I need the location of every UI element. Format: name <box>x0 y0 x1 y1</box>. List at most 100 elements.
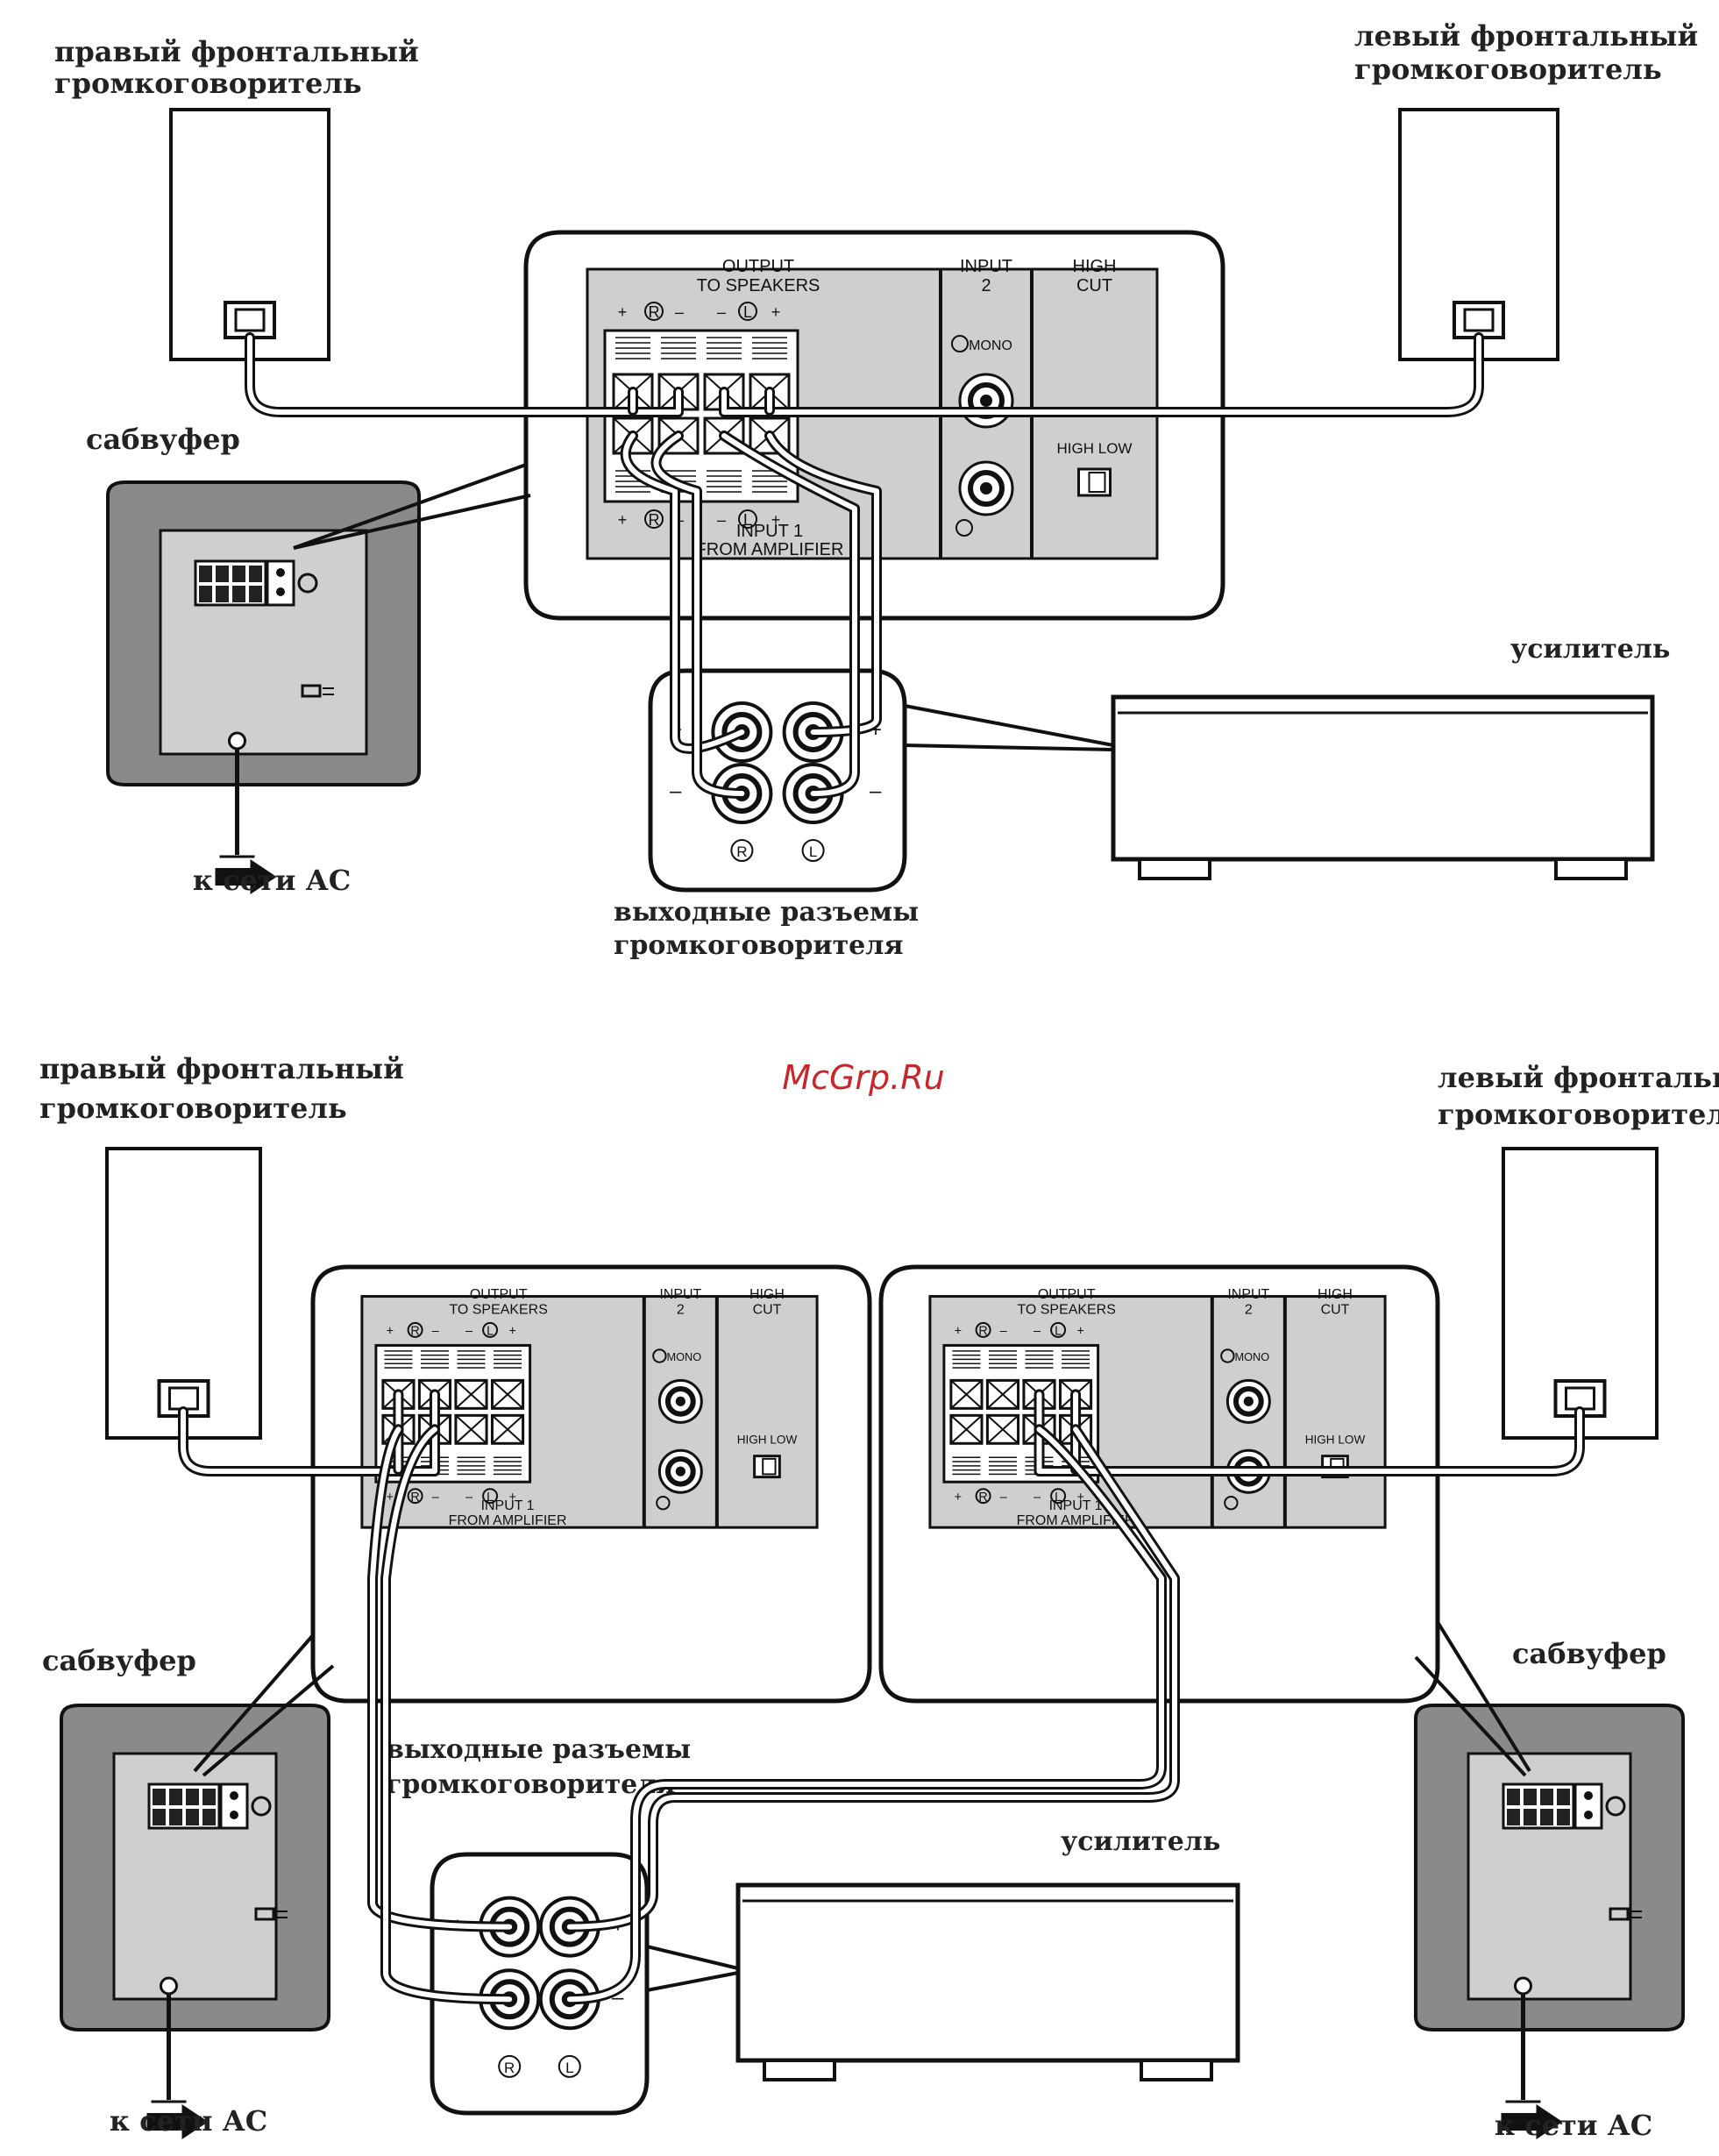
polarity-label: L <box>1055 1324 1062 1338</box>
input1-title: FROM AMPLIFIER <box>696 540 844 559</box>
channel-r-badge <box>730 839 754 862</box>
subwoofer-terminal-cell <box>199 586 212 602</box>
volume-knob-icon <box>251 1796 272 1817</box>
polarity-label: – <box>1000 1324 1007 1338</box>
high-low-label: HIGH LOW <box>737 1433 798 1446</box>
right-front-speaker-2 <box>105 1147 262 1440</box>
output-title: TO SPEAKERS <box>449 1303 547 1318</box>
left-front-speaker-label: громкоговоритель <box>1354 53 1662 86</box>
channel-badge <box>1220 1348 1235 1363</box>
speaker-terminal-inner <box>1463 308 1495 332</box>
wire-amp-r-plus-core <box>622 433 745 751</box>
amplifier-body <box>735 1882 1240 2063</box>
high-cut-switch-knob <box>762 1457 777 1476</box>
polarity-label: + <box>955 1324 962 1338</box>
subwoofer-terminal-cell <box>169 1809 182 1825</box>
subwoofer-terminal-cell <box>1507 1789 1520 1805</box>
speaker-terminal-inner <box>234 308 266 332</box>
channel-badge <box>975 1488 991 1505</box>
channel-badge <box>1050 1321 1067 1338</box>
power-switch-icon <box>1609 1907 1630 1921</box>
subwoofer-terminal-cell <box>1540 1789 1553 1805</box>
volume-knob-icon <box>297 573 318 594</box>
volume-knob-icon <box>1605 1796 1626 1817</box>
polarity-label: + <box>387 1324 394 1338</box>
polarity-label: + <box>771 303 781 321</box>
polarity-label: R <box>649 303 660 321</box>
amplifier-label-2: усилитель <box>1061 1826 1220 1857</box>
polarity-label: L <box>743 511 752 529</box>
polarity-label: – <box>1000 1491 1007 1505</box>
polarity-label: R <box>649 511 660 529</box>
amplifier-2 <box>735 1882 1240 2081</box>
callout-pointer <box>1436 1620 1531 1773</box>
amplifier-foot <box>763 2059 836 2081</box>
polarity-label: L <box>487 1491 494 1505</box>
channel-badge <box>644 302 664 321</box>
arrow-right-icon <box>215 859 277 894</box>
wire2-left-speaker-core <box>1036 1391 1582 1474</box>
spring-terminal-x <box>491 1379 524 1410</box>
channel-badge <box>407 1488 423 1505</box>
channel-badge <box>1050 1488 1067 1505</box>
channel-l-label: L <box>809 843 817 860</box>
amplifier-1 <box>1111 694 1655 880</box>
polarity-label: – <box>1034 1491 1041 1505</box>
left-front-speaker-label: левый фронтальный <box>1354 19 1698 53</box>
amplifier-body <box>1111 694 1655 862</box>
polarity-label: + <box>618 511 628 529</box>
subwoofer-terminal-cell <box>199 566 212 582</box>
to-ac-mains-label-right: к сети АС <box>1495 2109 1652 2142</box>
output-title: OUTPUT <box>470 1287 528 1302</box>
amplifier-foot <box>1554 857 1628 880</box>
subwoofer-terminal-cell <box>202 1809 216 1825</box>
wire-left-speaker-core <box>721 335 1481 415</box>
channel-badge <box>1224 1495 1239 1511</box>
polarity-label: R <box>978 1324 987 1338</box>
subwoofer-terminal-cell <box>249 566 262 582</box>
power-cord-socket <box>160 1976 178 1996</box>
polarity-label: – <box>465 1324 472 1338</box>
subwoofer-terminal-cell <box>1507 1809 1520 1825</box>
channel-badge <box>482 1488 499 1505</box>
output-title: OUTPUT <box>1038 1287 1096 1302</box>
subwoofer-2-left <box>60 1704 330 2139</box>
jack-dot <box>230 1791 238 1800</box>
input2-title: 2 <box>1245 1303 1253 1318</box>
input1-title: INPUT 1 <box>481 1498 535 1513</box>
power-switch-icon <box>254 1907 275 1921</box>
polarity-label: + <box>955 1491 962 1505</box>
polarity-label: + <box>1076 1491 1083 1505</box>
mono-label: MONO <box>969 338 1012 353</box>
channel-r-label: R <box>736 843 747 860</box>
right-front-speaker-label-2: громкоговоритель <box>39 1092 347 1125</box>
polarity-label: R <box>978 1491 987 1505</box>
polarity-label: R <box>410 1491 419 1505</box>
highcut-title: CUT <box>1321 1303 1350 1318</box>
callout-pointer <box>1414 1655 1527 1777</box>
speaker-output-terminals-label: выходные разъемы <box>614 897 919 928</box>
callout-pointer <box>646 1945 739 1970</box>
input1-title: FROM AMPLIFIER <box>449 1513 567 1528</box>
channel-r-badge <box>498 2054 522 2078</box>
subwoofer-label-left: сабвуфер <box>42 1644 196 1677</box>
rca-jack-center <box>1243 1396 1254 1406</box>
polarity-label: L <box>743 303 752 321</box>
subwoofer-terminal-cell <box>216 586 229 602</box>
spring-terminal-x <box>950 1414 983 1445</box>
subwoofer-1 <box>106 480 421 894</box>
callout-pointer <box>904 744 1114 751</box>
high-low-label: HIGH LOW <box>1057 440 1133 457</box>
speaker-terminal-inner <box>168 1386 199 1411</box>
channel-badge <box>955 519 973 537</box>
right-front-speaker-label-2: правый фронтальный <box>39 1052 404 1085</box>
power-cord-socket <box>228 731 246 751</box>
right-front-speaker <box>169 108 330 361</box>
wire2-amp-l-plus-core <box>566 1427 1177 1930</box>
amplifier-foot <box>1138 857 1211 880</box>
channel-badge <box>652 1348 667 1363</box>
power-switch-icon <box>301 684 322 698</box>
